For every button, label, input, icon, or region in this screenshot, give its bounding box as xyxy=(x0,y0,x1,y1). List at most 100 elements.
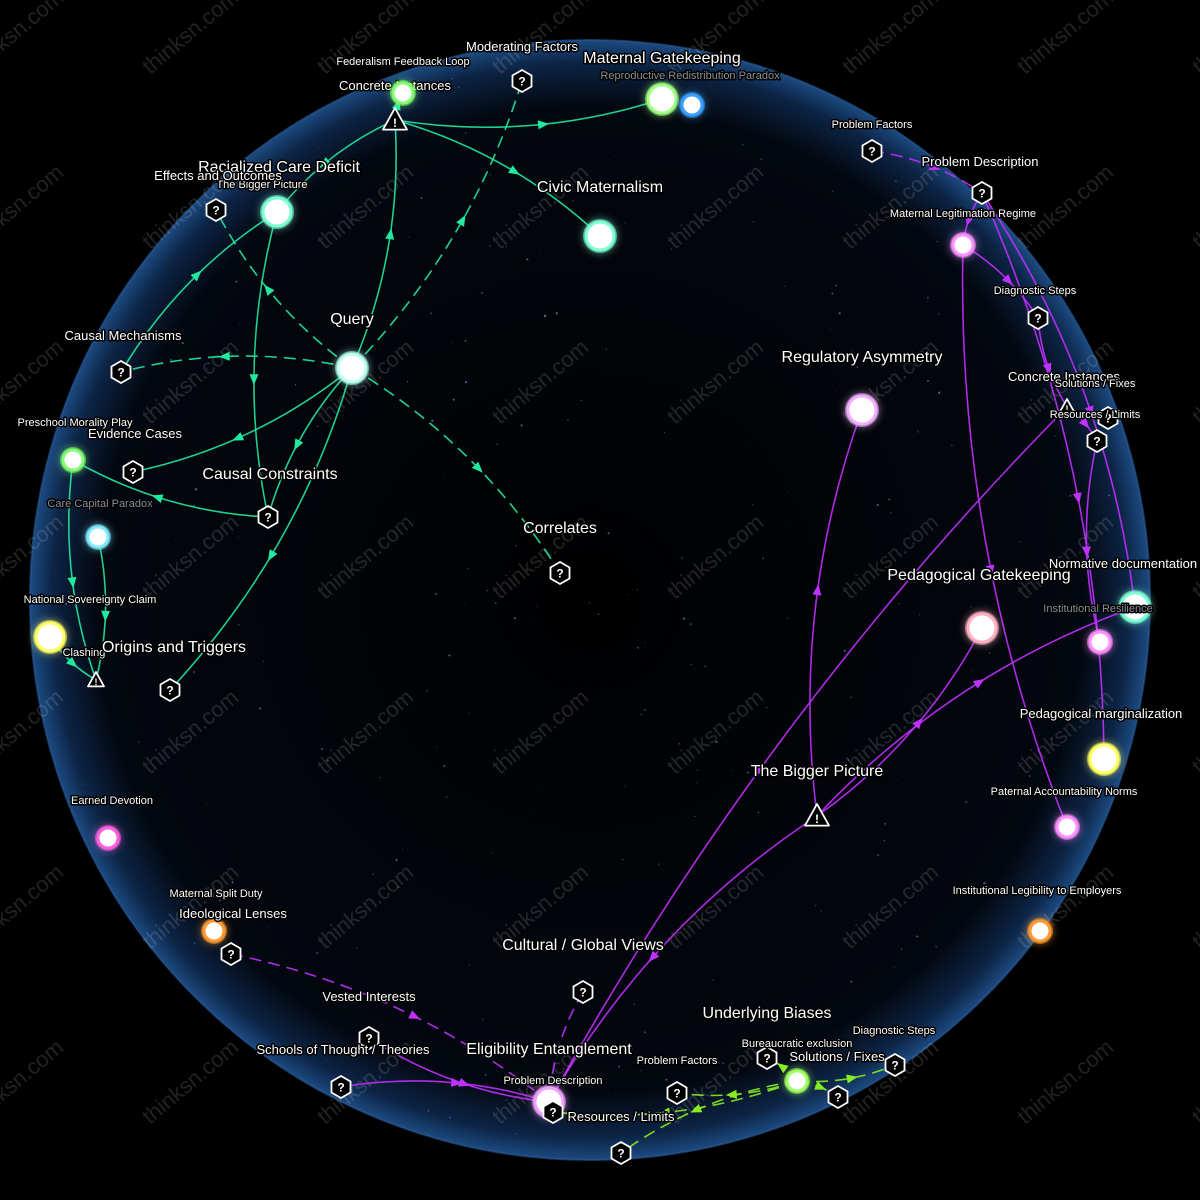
node-problem-description-right[interactable]: ?Problem Description xyxy=(920,153,1040,206)
node-problem-factors-bottom[interactable]: ?Problem Factors xyxy=(635,1054,719,1106)
warning-triangle-icon[interactable] xyxy=(804,803,830,827)
question-hex-icon[interactable] xyxy=(610,1140,632,1166)
warning-triangle-icon[interactable] xyxy=(1058,398,1076,415)
node-preschool-morality[interactable]: Preschool Morality Play xyxy=(16,416,134,473)
node-clashing[interactable]: !Clashing xyxy=(61,646,107,688)
question-hex-icon[interactable] xyxy=(861,138,883,164)
question-hex-icon[interactable] xyxy=(549,560,571,586)
node-moderating-factors[interactable]: ?Moderating Factors xyxy=(465,38,580,94)
star xyxy=(794,1059,797,1061)
node-institutional-resilience[interactable]: Institutional Resilience xyxy=(1042,602,1154,655)
node-bigger-picture-small[interactable]: The Bigger Picture xyxy=(215,178,309,193)
question-hex-icon[interactable] xyxy=(122,459,144,485)
node-orb[interactable] xyxy=(951,233,975,257)
question-hex-icon[interactable] xyxy=(220,941,242,967)
node-orb[interactable] xyxy=(1088,630,1112,654)
node-maternal-split-duty[interactable]: Maternal Split Duty xyxy=(168,887,264,944)
node-maternal-gatekeeping[interactable]: Maternal Gatekeeping xyxy=(582,49,742,116)
node-eligibility-entanglement[interactable]: Eligibility Entanglement xyxy=(465,1040,634,1119)
node-diagnostic-steps-right[interactable]: ?Diagnostic Steps xyxy=(992,284,1078,331)
node-civic-maternalism[interactable]: Civic Maternalism xyxy=(535,178,665,253)
question-hex-icon[interactable] xyxy=(971,180,993,206)
node-institutional-legibility[interactable]: Institutional Legibility to Employers xyxy=(951,884,1123,944)
node-federalism-loop[interactable]: Federalism Feedback Loop xyxy=(335,55,471,106)
node-care-capital[interactable]: Care Capital Paradox xyxy=(46,497,155,550)
node-causal-constraints[interactable]: ?Causal Constraints xyxy=(201,465,339,530)
node-orb[interactable] xyxy=(336,352,368,384)
node-origins-triggers[interactable]: ?Origins and Triggers xyxy=(100,638,248,703)
node-orb[interactable] xyxy=(86,525,110,549)
node-paternal-accountability[interactable]: Paternal Accountability Norms xyxy=(989,785,1139,840)
node-problem-description-bottom[interactable]: ?Problem Description xyxy=(502,1074,604,1125)
star xyxy=(883,839,886,842)
question-hex-icon[interactable] xyxy=(756,1045,778,1071)
question-hex-icon[interactable] xyxy=(884,1052,906,1078)
node-query[interactable]: Query xyxy=(329,310,375,385)
node-solutions-fixes-right[interactable]: ?Solutions / Fixes xyxy=(1053,377,1137,431)
question-hex-icon[interactable] xyxy=(257,504,279,530)
question-hex-icon[interactable] xyxy=(1027,305,1049,331)
node-orb[interactable] xyxy=(1088,743,1120,775)
node-earned-devotion[interactable]: Earned Devotion xyxy=(70,794,154,851)
node-orb[interactable] xyxy=(261,196,293,228)
node-orb[interactable] xyxy=(680,93,704,117)
node-bureaucratic-exclusion[interactable]: Bureaucratic exclusion xyxy=(740,1037,854,1094)
node-correlates[interactable]: ?Correlates xyxy=(522,519,598,586)
node-sovereignty-claim[interactable]: National Sovereignty Claim xyxy=(22,593,158,654)
question-hex-icon[interactable] xyxy=(1086,428,1108,454)
edge-arrow xyxy=(267,549,278,562)
node-orb[interactable] xyxy=(1119,591,1151,623)
node-orb[interactable] xyxy=(391,81,415,105)
question-hex-icon[interactable] xyxy=(666,1080,688,1106)
node-underlying-biases[interactable]: ?Underlying Biases xyxy=(701,1004,833,1071)
question-hex-icon[interactable] xyxy=(205,197,227,223)
node-vested-interests[interactable]: ?Vested Interests xyxy=(321,988,418,1051)
node-orb[interactable] xyxy=(61,448,85,472)
node-orb[interactable] xyxy=(646,83,678,115)
node-resources-limits-bottom[interactable]: ?Resources / Limits xyxy=(566,1108,676,1166)
node-evidence-cases[interactable]: ?Evidence Cases xyxy=(87,425,184,485)
node-regulatory-asymmetry[interactable]: Regulatory Asymmetry xyxy=(780,348,944,427)
node-normative-documentation[interactable]: Normative documentation xyxy=(1047,555,1199,624)
question-hex-icon[interactable] xyxy=(542,1099,564,1125)
edge-concrete_instances_right-eligibility_entanglement xyxy=(548,406,1068,1103)
node-ideological-lenses[interactable]: ?Ideological Lenses xyxy=(178,905,289,967)
question-mark-icon: ? xyxy=(556,567,563,581)
node-orb[interactable] xyxy=(584,220,616,252)
question-hex-icon[interactable] xyxy=(1097,405,1119,431)
node-orb[interactable] xyxy=(1028,919,1052,943)
node-orb[interactable] xyxy=(202,919,226,943)
node-resources-limits-right[interactable]: ?Resources / Limits xyxy=(1048,408,1142,454)
question-hex-icon[interactable] xyxy=(511,68,533,94)
node-maternal-legitimation[interactable]: Maternal Legitimation Regime xyxy=(888,207,1038,258)
node-reproductive-paradox[interactable]: Reproductive Redistribution Paradox xyxy=(599,69,782,118)
question-hex-icon[interactable] xyxy=(827,1084,849,1110)
node-orb[interactable] xyxy=(34,621,66,653)
node-bigger-picture[interactable]: !The Bigger Picture xyxy=(749,762,885,827)
node-pedagogical-gatekeeping[interactable]: Pedagogical Gatekeeping xyxy=(886,566,1072,645)
node-schools-of-thought[interactable]: ?Schools of Thought / Theories xyxy=(255,1041,431,1100)
star xyxy=(268,927,270,929)
node-orb[interactable] xyxy=(96,826,120,850)
node-orb[interactable] xyxy=(1055,815,1079,839)
node-cultural-views[interactable]: ?Cultural / Global Views xyxy=(501,936,665,1005)
node-diagnostic-steps-bottom[interactable]: ?Diagnostic Steps xyxy=(851,1024,937,1078)
question-hex-icon[interactable] xyxy=(358,1025,380,1051)
warning-triangle-icon[interactable] xyxy=(382,107,408,131)
node-solutions-fixes-bottom[interactable]: ?Solutions / Fixes xyxy=(788,1048,887,1110)
question-hex-icon[interactable] xyxy=(330,1074,352,1100)
node-racialized-care[interactable]: Racialized Care Deficit xyxy=(197,158,362,229)
node-orb[interactable] xyxy=(785,1069,809,1093)
warning-triangle-icon[interactable] xyxy=(87,671,105,688)
node-causal-mechanisms[interactable]: ?Causal Mechanisms xyxy=(63,327,184,385)
node-orb[interactable] xyxy=(846,394,878,426)
question-hex-icon[interactable] xyxy=(572,979,594,1005)
node-concrete-instances-right[interactable]: !Concrete Instances xyxy=(1006,368,1122,415)
question-hex-icon[interactable] xyxy=(110,359,132,385)
node-orb[interactable] xyxy=(966,612,998,644)
node-problem-factors-right[interactable]: ?Problem Factors xyxy=(830,118,914,164)
question-hex-icon[interactable] xyxy=(159,677,181,703)
node-effects-outcomes[interactable]: ?Effects and Outcomes xyxy=(153,167,284,223)
node-pedagogical-marginalization[interactable]: Pedagogical marginalization xyxy=(1018,705,1184,776)
watermark-text: thinksn.com xyxy=(0,1034,68,1129)
